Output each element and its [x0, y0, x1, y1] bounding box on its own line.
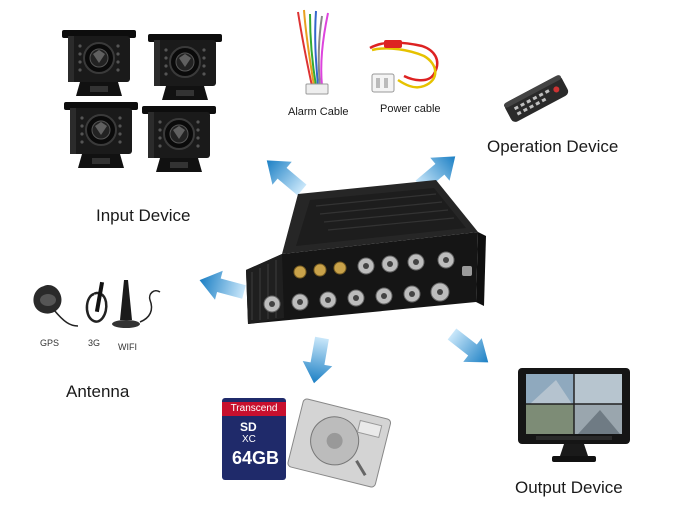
wifi-antenna-icon	[112, 280, 161, 328]
sd-card-brand: Transcend	[222, 402, 286, 416]
sd-card-class: XC	[242, 434, 256, 445]
arrow-to-storage-icon	[299, 335, 337, 386]
gps-antenna-icon	[33, 285, 79, 327]
arrow-to-output-icon	[442, 322, 498, 375]
hard-drive-image	[284, 398, 394, 490]
output-device-label: Output Device	[515, 478, 623, 497]
3g-antenna-icon	[85, 281, 108, 323]
mdvr-device	[240, 176, 490, 326]
antenna-group	[24, 274, 184, 344]
remote-control-image	[500, 72, 572, 124]
wifi-label: WIFI	[118, 342, 137, 352]
sd-card: Transcend SD XC 64GB	[222, 398, 286, 480]
3g-label: 3G	[88, 338, 101, 348]
operation-device-label: Operation Device	[487, 137, 619, 156]
monitor	[516, 366, 632, 466]
gps-label: GPS	[40, 338, 60, 348]
alarm-cable-image	[284, 8, 344, 100]
antenna-label: Antenna	[66, 382, 130, 401]
input-device-label: Input Device	[96, 206, 191, 225]
power-cable-label: Power cable	[380, 103, 441, 115]
alarm-cable-label: Alarm Cable	[288, 106, 349, 118]
power-cable-image	[364, 36, 450, 98]
sd-card-type: SD	[240, 420, 257, 434]
sd-card-capacity: 64GB	[232, 448, 280, 468]
